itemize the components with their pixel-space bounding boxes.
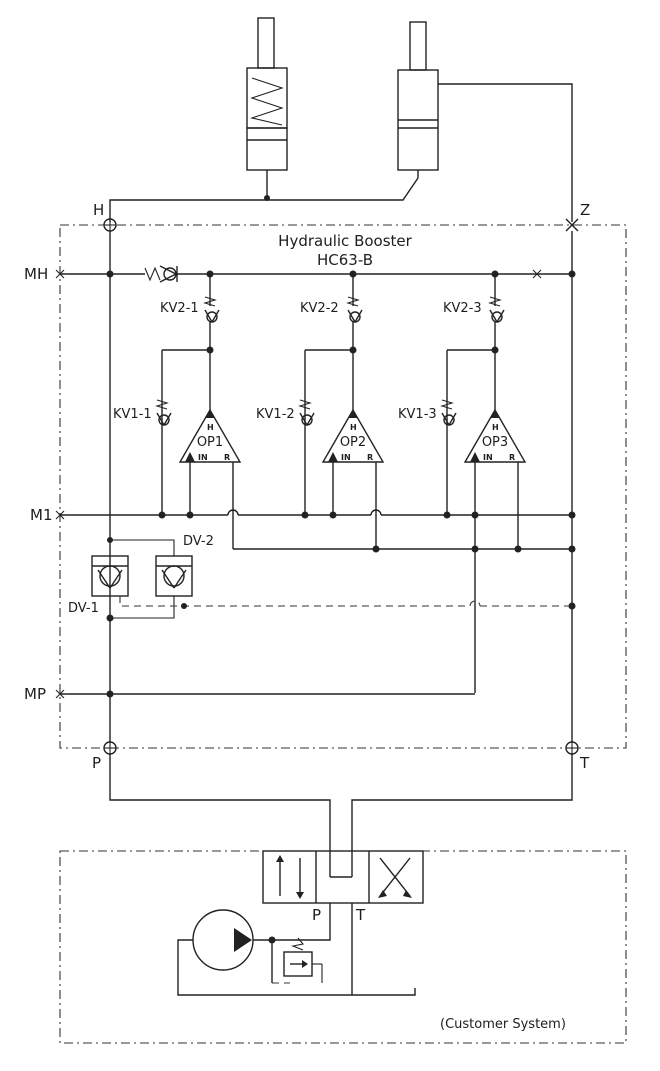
t-line-down: [351, 754, 573, 851]
branch-2: [298, 274, 385, 515]
port-h-symbol: [103, 218, 117, 232]
svg-text:R: R: [509, 453, 515, 462]
dv2-valve: [155, 555, 193, 597]
kv1-2-label: KV1-2: [256, 407, 295, 422]
relief-valve: [271, 937, 323, 984]
directional-valve: [262, 850, 424, 904]
main-check-valve: [144, 265, 178, 283]
tank: [177, 988, 416, 996]
kv2-2-label: KV2-2: [300, 301, 339, 316]
p-line-down: [109, 754, 331, 851]
port-mh-label: MH: [24, 265, 48, 283]
svg-text:R: R: [367, 453, 373, 462]
dv1-valve: [91, 555, 129, 597]
dv-outlet: [110, 596, 175, 619]
valve-t-label: T: [355, 906, 366, 924]
svg-text:R: R: [224, 453, 230, 462]
dv2-feed: [110, 539, 175, 556]
kv2-3-label: KV2-3: [443, 301, 482, 316]
port-p-symbol: [103, 741, 117, 755]
booster-title-line1: Hydraulic Booster: [278, 232, 412, 250]
svg-text:H: H: [350, 423, 357, 432]
dv1-label: DV-1: [68, 601, 99, 616]
op1-label: OP1: [197, 435, 223, 450]
dv2-label: DV-2: [183, 534, 214, 549]
op3-label: OP3: [482, 435, 508, 450]
kv1-3-label: KV1-3: [398, 407, 437, 422]
port-t-label: T: [579, 754, 590, 772]
booster-boundary: [59, 224, 627, 749]
branch-3: [440, 274, 527, 693]
kv1-1-label: KV1-1: [113, 407, 152, 422]
port-m1-label: M1: [30, 506, 53, 524]
h-line-top: [109, 199, 267, 222]
kv2-1-label: KV2-1: [160, 301, 199, 316]
port-mp-label: MP: [24, 685, 46, 703]
cyl2-bottom-line: [267, 177, 419, 201]
port-p-label: P: [92, 754, 101, 772]
customer-boundary: [59, 850, 627, 1044]
port-z-symbol: [565, 218, 579, 232]
svg-text:H: H: [492, 423, 499, 432]
op2-label: OP2: [340, 435, 366, 450]
z-line-top: [438, 83, 573, 222]
pump-outlet: [253, 903, 331, 941]
svg-text:IN: IN: [198, 453, 208, 462]
customer-system-label: (Customer System): [440, 1017, 566, 1032]
double-acting-cylinder: [397, 21, 439, 178]
valve-p-label: P: [312, 906, 321, 924]
pump: [192, 909, 254, 971]
pilot-line: [119, 596, 470, 607]
branch-1: [155, 274, 242, 515]
op-pin-labels: H IN R H IN R H IN R: [198, 423, 515, 462]
svg-text:IN: IN: [483, 453, 493, 462]
spring-cylinder: [246, 17, 288, 201]
pump-suction: [177, 939, 193, 988]
booster-title-line2: HC63-B: [317, 251, 373, 269]
svg-text:H: H: [207, 423, 214, 432]
svg-text:IN: IN: [341, 453, 351, 462]
orifice-mark: [532, 269, 542, 279]
port-t-symbol: [565, 741, 579, 755]
port-h-label: H: [93, 201, 104, 219]
port-z-label: Z: [580, 201, 590, 219]
